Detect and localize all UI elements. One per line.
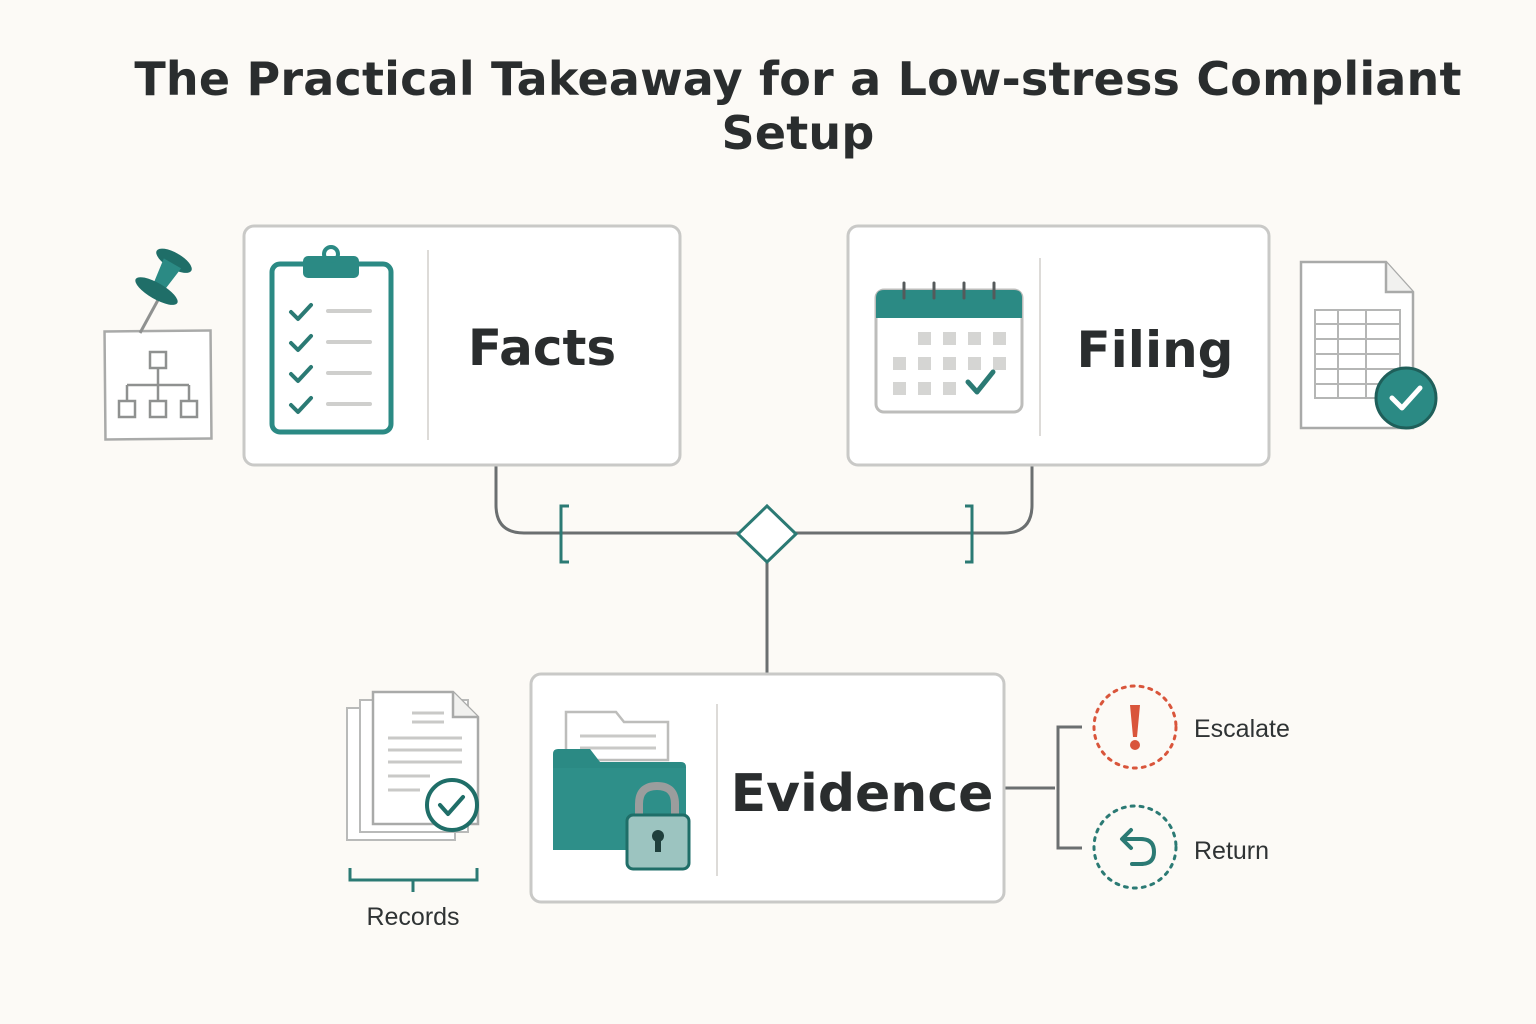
return-label: Return xyxy=(1194,837,1269,865)
records-brace xyxy=(348,868,479,892)
card-evidence-label: Evidence xyxy=(731,764,994,824)
escalate-label: Escalate xyxy=(1194,715,1290,743)
card-filing[interactable]: Filing xyxy=(846,224,1271,467)
connector-lines xyxy=(494,465,1082,850)
card-facts-label: Facts xyxy=(468,319,616,377)
branch-return[interactable]: Return xyxy=(1092,804,1269,890)
card-evidence[interactable]: Evidence xyxy=(529,672,1006,904)
decision-diamond xyxy=(735,503,799,565)
bracket-marks xyxy=(559,504,974,564)
locked-folder-icon xyxy=(553,710,691,871)
clipboard-checklist-icon xyxy=(269,245,394,435)
branch-escalate[interactable]: Escalate xyxy=(1092,684,1290,770)
exclamation-icon xyxy=(1130,705,1140,750)
return-arrow-icon xyxy=(1120,828,1156,866)
spreadsheet-check-icon xyxy=(1299,260,1438,430)
documents-check-icon xyxy=(346,690,480,841)
calendar-check-icon xyxy=(874,281,1024,414)
pushpin-org-chart-icon xyxy=(103,248,213,441)
records-label: Records xyxy=(366,903,459,931)
page-title: The Practical Takeaway for a Low-stress … xyxy=(134,52,1462,160)
card-facts[interactable]: Facts xyxy=(242,224,682,467)
card-filing-label: Filing xyxy=(1077,321,1234,379)
